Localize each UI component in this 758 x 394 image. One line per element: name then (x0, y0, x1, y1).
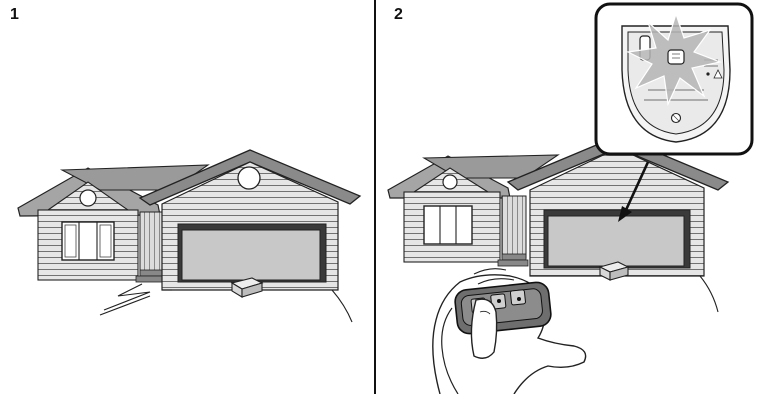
house-illustration-2 (378, 0, 758, 394)
remote-control-icon (454, 281, 552, 335)
step-1-panel: 1 (0, 0, 374, 394)
house-illustration-1 (0, 0, 374, 394)
thumb (471, 299, 496, 358)
step-2-panel: 2 (378, 0, 758, 394)
panel-divider (374, 0, 376, 394)
driveway-line (700, 276, 718, 312)
